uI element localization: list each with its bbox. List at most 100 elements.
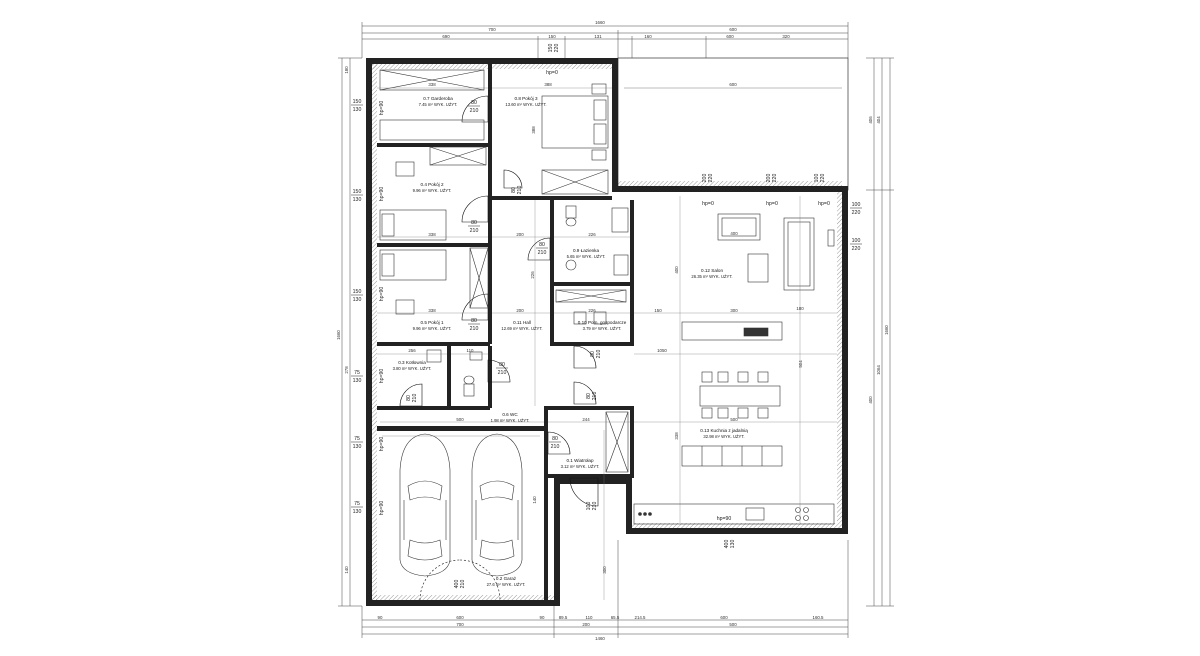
room-area: 1.98 m² WYK. UŻYT.	[491, 418, 530, 423]
door-height: 210	[592, 392, 598, 401]
toilet	[463, 383, 475, 397]
window-height: 220	[852, 246, 861, 252]
coffee-table	[747, 253, 769, 283]
svg-text:0.9 Łazienka: 0.9 Łazienka	[573, 248, 600, 253]
dim-inner: 500	[730, 417, 738, 422]
dim-bot-1b: 600	[456, 615, 464, 620]
level-hp0: hp=0	[546, 70, 558, 76]
window-width: 75	[354, 370, 360, 376]
bed	[379, 209, 447, 241]
door-swing-garage-hall	[573, 381, 597, 405]
window-height: 220	[852, 210, 861, 216]
washbasin	[613, 254, 629, 276]
wardrobe	[379, 69, 485, 91]
top-dimension-texts: 1660 700 600 690 150 131 160 600 320	[442, 20, 790, 39]
dim-top-3d: 160	[644, 34, 652, 39]
window-width: 150	[353, 99, 362, 105]
svg-text:0.3 Kotłownia: 0.3 Kotłownia	[398, 360, 426, 365]
wardrobe	[429, 146, 487, 166]
window-height: 130	[353, 509, 362, 515]
window-width: 100	[852, 238, 861, 244]
washbasin	[469, 351, 483, 361]
window-height: 130	[353, 378, 362, 384]
room-name: Garaż	[504, 576, 517, 581]
window-tag: 100 220	[850, 238, 862, 252]
car	[399, 433, 451, 577]
door-width: 80	[539, 242, 545, 248]
door-tag: 80 210	[590, 350, 602, 359]
sofa	[717, 213, 761, 241]
door-width: 80	[406, 395, 412, 401]
window-height: 130	[353, 444, 362, 450]
door-swing-pokoj1	[461, 293, 489, 321]
window-tag: 150 130	[351, 99, 363, 113]
svg-text:0.8 Pokój 3: 0.8 Pokój 3	[515, 96, 538, 101]
door-swing-garderoba	[461, 95, 489, 123]
nightstand	[591, 149, 607, 161]
nightstand	[591, 83, 607, 95]
window-height: 220	[820, 174, 826, 183]
window-tag: 150 130	[351, 189, 363, 203]
door-garage-arc2	[459, 559, 501, 601]
room-number: 0.9	[573, 248, 580, 253]
door-width: 400	[454, 580, 460, 589]
window-height: 220	[772, 174, 778, 183]
door-height: 210	[470, 108, 479, 114]
bottom-dimension-texts: 90 600 90 89.5 110 65.5 214.5 600 160.5 …	[378, 615, 824, 641]
shelf	[555, 289, 627, 303]
dim-inner: 200	[516, 232, 524, 237]
room-label-pokoj2: 0.4 Pokój 2 9.96 m² WYK. UŻYT.	[413, 182, 452, 193]
dim-bot-1a: 90	[378, 615, 383, 620]
room-labels: 0.7 Garderoba 7.45 m² WYK. UŻYT. 0.8 Pok…	[393, 96, 749, 587]
window-width: 150	[353, 289, 362, 295]
room-area: 9.96 m² WYK. UŻYT.	[413, 326, 452, 331]
level-hp90: hp=90	[717, 516, 732, 522]
door-width: 100	[586, 502, 592, 511]
room-label-kotlownia: 0.3 Kotłownia 3.80 m² WYK. UŻYT.	[393, 360, 432, 371]
room-area: 3.80 m² WYK. UŻYT.	[393, 366, 432, 371]
room-number: 0.7	[423, 96, 430, 101]
door-tags: 80 210 80 210 80 210 80 210 80 210 80 21…	[406, 100, 602, 588]
left-dimension-lines	[338, 57, 362, 607]
door-height: 210	[498, 370, 507, 376]
room-label-pom-gosp: 0.10 Pom. gospodarcze 3.79 m² WYK. UŻYT.	[578, 320, 627, 331]
dim-bot-2b: 200	[582, 622, 590, 627]
door-swing-pokoj3	[503, 169, 523, 189]
dim-inner: 1050	[657, 348, 667, 353]
appliance	[593, 311, 607, 325]
room-area: 7.45 m² WYK. UŻYT.	[419, 102, 458, 107]
terrace-outline	[617, 57, 849, 191]
dim-inner: 256	[408, 348, 416, 353]
door-tag: 80 210	[536, 242, 548, 256]
inner-dimension-texts: 338 388 338 200 226 338 200 226 150 300 …	[408, 82, 804, 574]
toilet	[565, 205, 577, 219]
dim-bot-1i: 160.5	[813, 615, 825, 620]
dim-bot-total: 1460	[595, 636, 605, 641]
dim-left-a: 180	[344, 66, 349, 74]
room-name: Kuchnia z jadalnią	[710, 428, 748, 433]
dim-inner: 504	[798, 360, 803, 368]
dim-inner: 338	[428, 232, 436, 237]
door-tag: 80 210	[586, 392, 598, 401]
dim-inner: 388	[531, 126, 536, 134]
dim-inner: 140	[532, 496, 537, 504]
door-height: 210	[470, 228, 479, 234]
door-swing-pom	[573, 345, 597, 369]
svg-text:0.2 Garaż: 0.2 Garaż	[496, 576, 517, 581]
boiler	[426, 349, 442, 363]
dim-inner: 180	[796, 306, 804, 311]
window-tag: 150 220	[548, 44, 560, 53]
room-name: Salon	[711, 268, 723, 273]
room-name: Pokój 1	[428, 320, 444, 325]
room-name: Pokój 2	[428, 182, 444, 187]
level-marks: hp=0 hp=0 hp=0 hp=0 hp=90 hp=90 hp=90 hp…	[379, 70, 830, 522]
window-height: 220	[708, 174, 714, 183]
room-label-wiatrolap: 0.1 Wiatrołap 3.12 m² WYK. UŻYT.	[561, 458, 600, 469]
door-height: 210	[538, 250, 547, 256]
room-number: 0.6	[502, 412, 509, 417]
dim-inner: 338	[428, 82, 436, 87]
dim-inner: 150	[654, 308, 662, 313]
room-label-salon: 0.12 Salon 26.35 m² WYK. UŻYT.	[691, 268, 732, 279]
door-swing-entry	[569, 477, 599, 507]
room-number: 0.13	[700, 428, 709, 433]
